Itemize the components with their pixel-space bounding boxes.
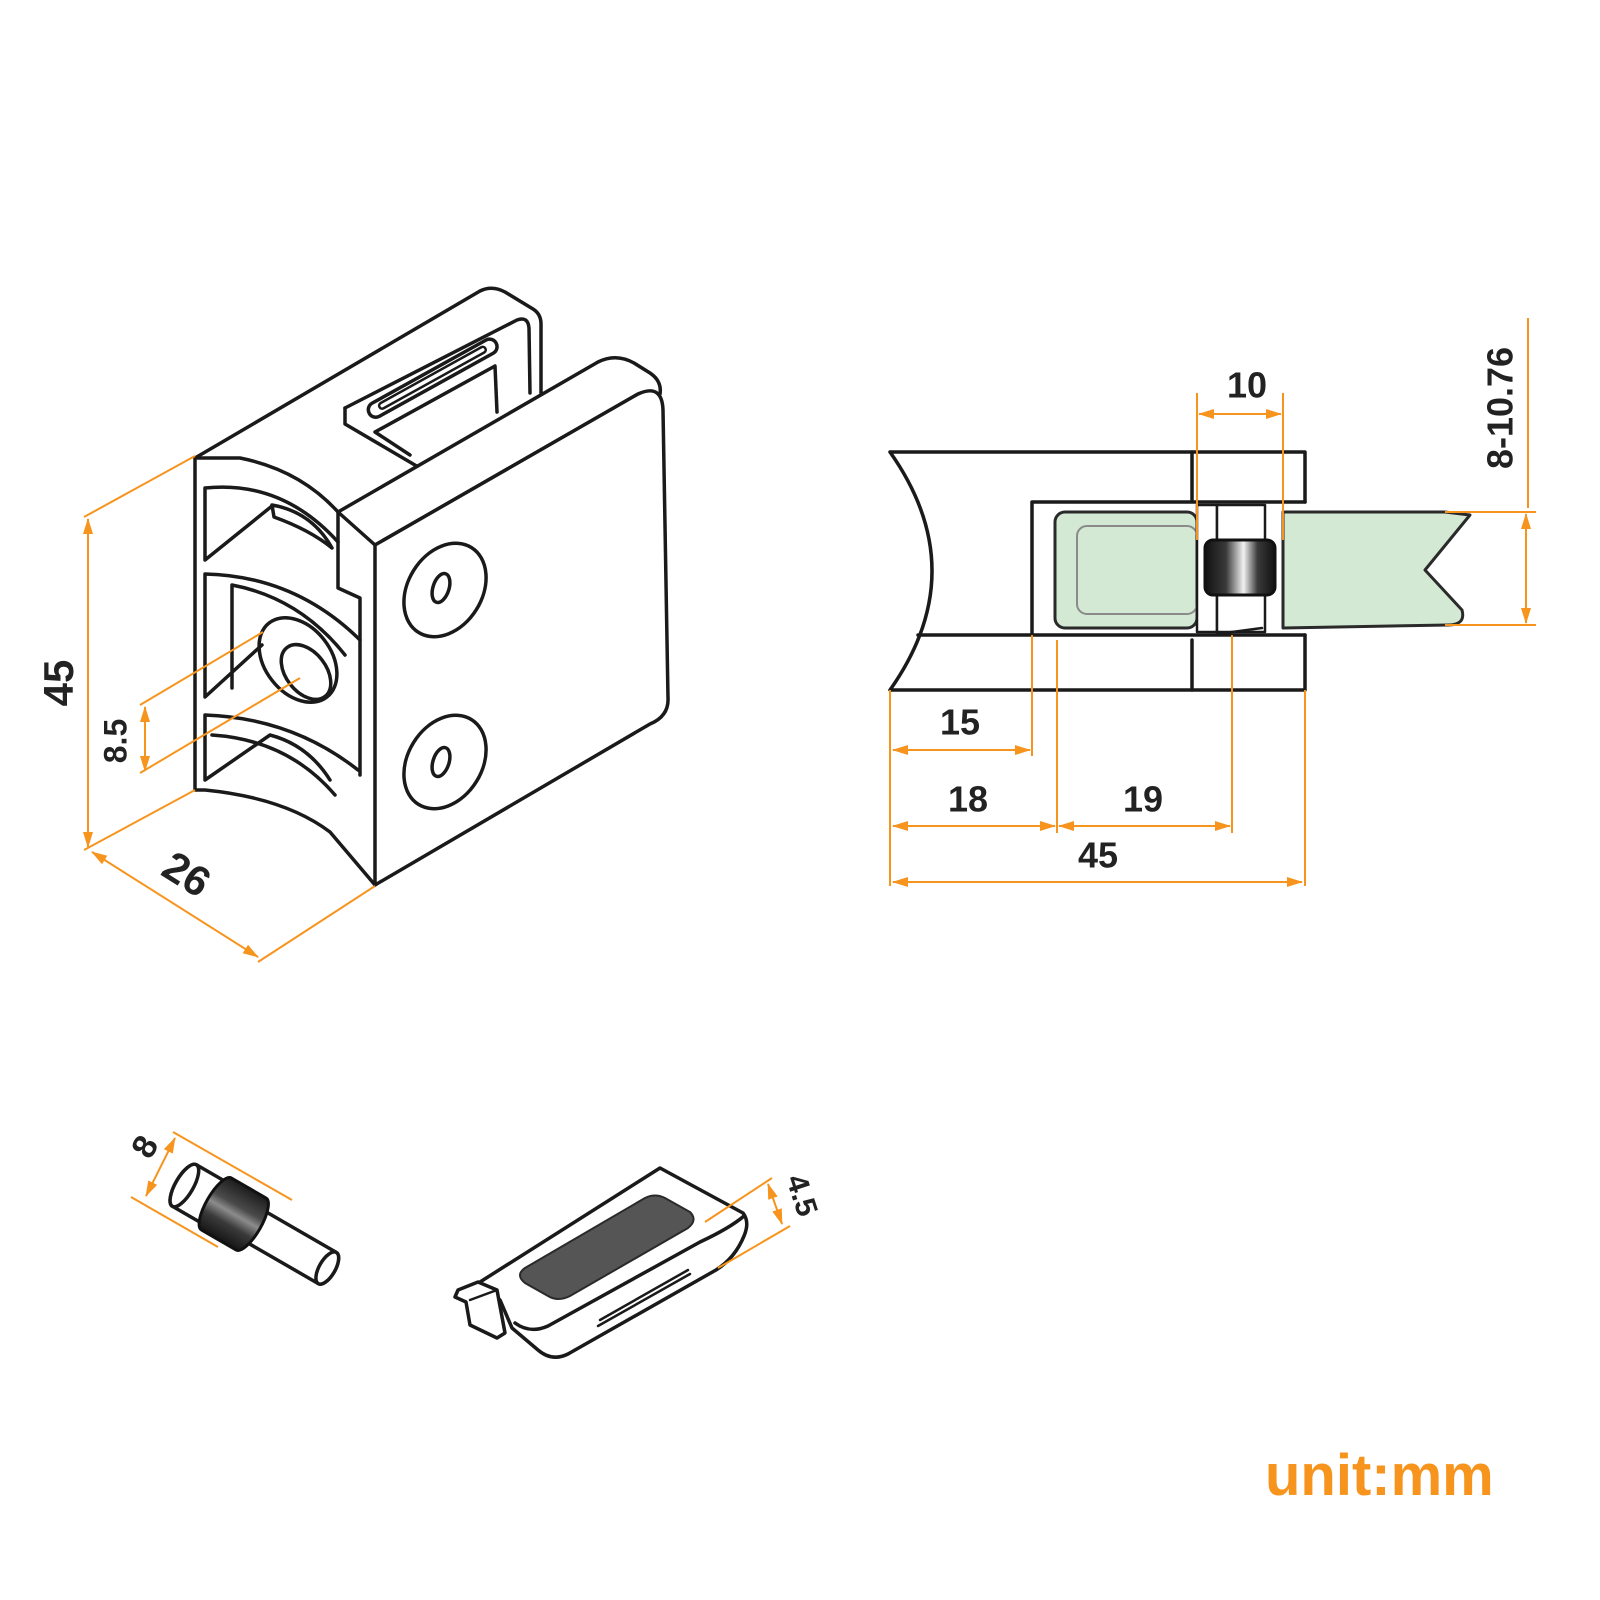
pin-extension-lines bbox=[130, 1131, 293, 1248]
bolt-upper bbox=[402, 541, 488, 639]
pin-dimension-line bbox=[145, 1137, 176, 1197]
pin-large-end bbox=[168, 1162, 201, 1209]
section-inner-lines bbox=[916, 450, 1307, 692]
gasket-edge bbox=[513, 1214, 746, 1332]
section-extension-lines bbox=[889, 635, 1306, 886]
gasket-groove bbox=[596, 1268, 692, 1328]
glass-slot-step bbox=[373, 364, 499, 457]
clamp-section-view bbox=[888, 450, 1472, 692]
unit-label: unit:mm bbox=[1265, 1443, 1494, 1508]
clamp-isometric-view bbox=[193, 286, 670, 887]
dim-b-label: 18 bbox=[948, 779, 988, 820]
back-block-top-edge bbox=[193, 286, 543, 460]
bolt-head-upper bbox=[402, 541, 488, 639]
front-plate-side-edge bbox=[336, 510, 362, 777]
bolt-socket-lower bbox=[430, 745, 452, 779]
slot-label: 10 bbox=[1227, 365, 1267, 406]
middle-recess bbox=[203, 572, 362, 699]
gasket-part bbox=[453, 1166, 749, 1359]
lower-recess bbox=[203, 713, 360, 797]
bolt-head-lower bbox=[402, 713, 488, 811]
separator-slant bbox=[1215, 626, 1264, 636]
glass-slot-lip bbox=[343, 406, 422, 470]
height-label: 45 bbox=[35, 660, 82, 707]
gasket-rubber-pad bbox=[519, 1194, 695, 1300]
pin-part bbox=[168, 1162, 341, 1286]
hole-label: 8.5 bbox=[97, 719, 133, 763]
bolt-socket-upper bbox=[430, 571, 452, 605]
dim-a-label: 15 bbox=[940, 702, 980, 743]
front-plate-top-face bbox=[336, 356, 663, 547]
depth-dimension-line bbox=[91, 851, 259, 958]
section-outline bbox=[888, 450, 1307, 692]
bolt-lower bbox=[402, 713, 488, 811]
top-slot-outer bbox=[366, 337, 499, 419]
top-slot-inner bbox=[377, 345, 487, 410]
height-extension-lines bbox=[83, 455, 196, 851]
dim-c-label: 19 bbox=[1123, 779, 1163, 820]
gasket-tab-edge bbox=[468, 1288, 499, 1302]
pin-diameter-label: 8 bbox=[124, 1129, 166, 1164]
gasket-thickness-label: 4.5 bbox=[779, 1171, 823, 1221]
glass-panel bbox=[1281, 510, 1472, 630]
glass-slot-wall bbox=[343, 317, 532, 410]
glass-extension-lines bbox=[1445, 318, 1536, 626]
pin-rubber-ring bbox=[197, 1176, 270, 1252]
rubber-insert bbox=[1203, 538, 1277, 597]
slot-extension-lines bbox=[1196, 393, 1284, 540]
depth-extension-line bbox=[257, 885, 376, 963]
glass-label: 8-10.76 bbox=[1480, 347, 1521, 469]
section-dimensions: 10 8-10.76 15 18 19 45 bbox=[889, 318, 1536, 887]
hole-extension-lines bbox=[139, 631, 301, 774]
gasket-tab bbox=[453, 1280, 507, 1340]
pin-small-end bbox=[314, 1250, 341, 1286]
left-face-outline bbox=[193, 456, 377, 887]
gasket-dimension: 4.5 bbox=[704, 1171, 824, 1269]
upper-recess-slot bbox=[270, 503, 334, 550]
total-label: 45 bbox=[1078, 835, 1118, 876]
gasket-extension-lines bbox=[704, 1177, 791, 1269]
upper-recess bbox=[203, 485, 340, 562]
gasket-dimension-line bbox=[767, 1183, 783, 1225]
